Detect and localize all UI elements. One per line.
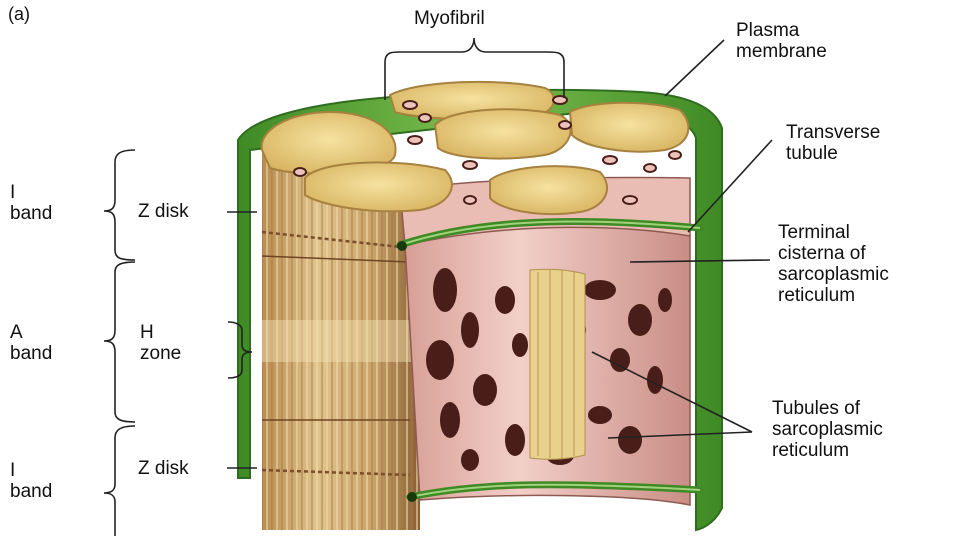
transverse-tubule-label: Transverse tubule — [786, 122, 880, 164]
h-zone-label: H zone — [140, 322, 181, 364]
terminal-cisterna-label: Terminal cisterna of sarcoplasmic reticu… — [778, 222, 889, 306]
plasma-membrane-line-1: Plasma — [736, 20, 827, 41]
myofibril-label: Myofibril — [414, 8, 485, 29]
sr-tubules-line-1: Tubules of — [772, 398, 883, 419]
i-band-top-line-2: band — [10, 203, 52, 224]
z-disk-top-label: Z disk — [138, 201, 189, 222]
plasma-membrane-label: Plasma membrane — [736, 20, 827, 62]
h-zone-line-2: zone — [140, 343, 181, 364]
i-band-top-label: I band — [10, 182, 52, 224]
terminal-cisterna-line-1: Terminal — [778, 222, 889, 243]
transverse-tubule-line-1: Transverse — [786, 122, 880, 143]
i-band-top-line-1: I — [10, 182, 52, 203]
i-band-bottom-line-2: band — [10, 481, 52, 502]
a-band-line-2: band — [10, 343, 52, 364]
a-band-line-1: A — [10, 322, 52, 343]
i-band-bottom-label: I band — [10, 460, 52, 502]
sr-tubules-line-2: sarcoplasmic — [772, 419, 883, 440]
terminal-cisterna-line-3: sarcoplasmic — [778, 264, 889, 285]
a-band-label: A band — [10, 322, 52, 364]
terminal-cisterna-line-2: cisterna of — [778, 243, 889, 264]
terminal-cisterna-line-4: reticulum — [778, 285, 889, 306]
sr-tubules-line-3: reticulum — [772, 440, 883, 461]
i-band-bottom-line-1: I — [10, 460, 52, 481]
z-disk-bottom-label: Z disk — [138, 458, 189, 479]
panel-label: (a) — [8, 4, 30, 25]
h-zone-line-1: H — [140, 322, 181, 343]
transverse-tubule-line-2: tubule — [786, 143, 880, 164]
sr-tubules-label: Tubules of sarcoplasmic reticulum — [772, 398, 883, 461]
plasma-membrane-line-2: membrane — [736, 41, 827, 62]
